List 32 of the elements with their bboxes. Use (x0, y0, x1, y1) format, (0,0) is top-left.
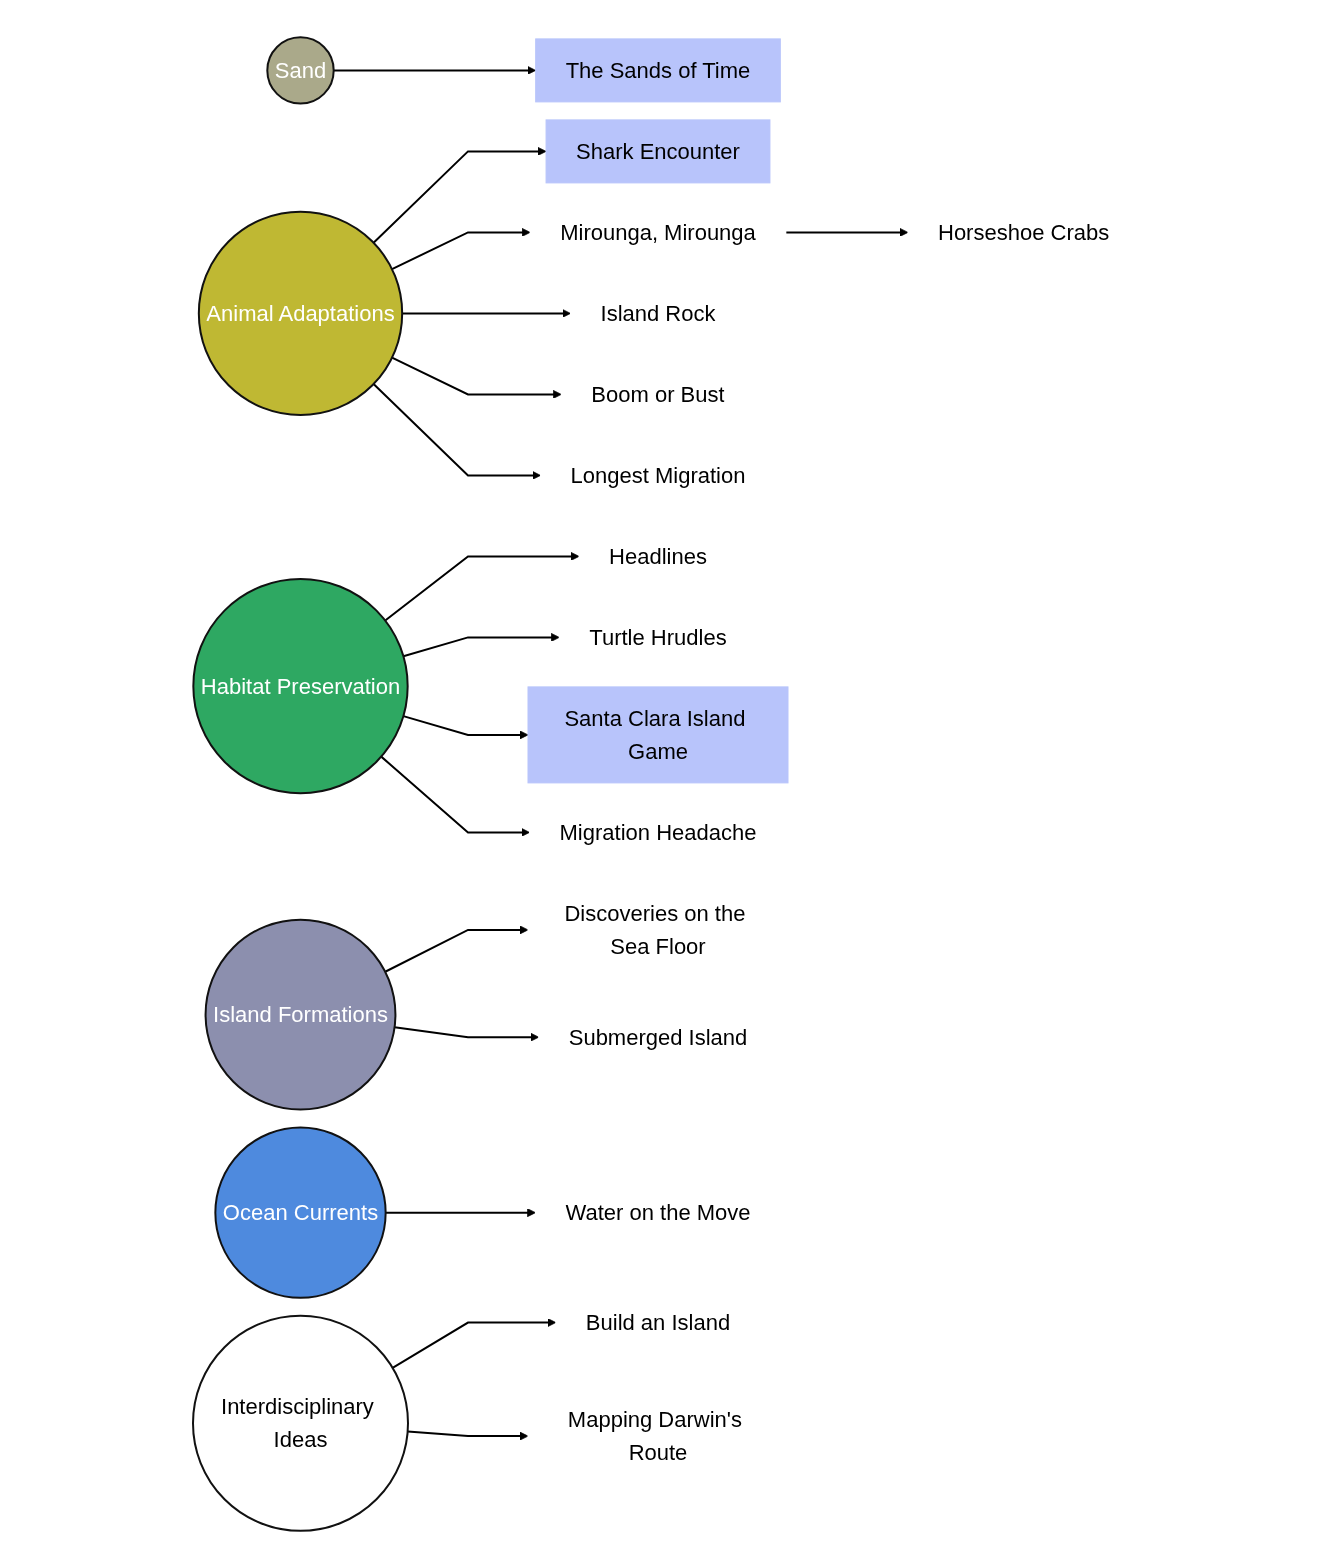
arrow (392, 1318, 557, 1369)
node-circle: Ocean Currents (214, 1126, 388, 1299)
node-text: Water on the Move (565, 1200, 751, 1226)
node-text: Island Rock (600, 300, 716, 326)
node-text: Build an Island (586, 1310, 731, 1336)
node-text: Turtle Hrudles (589, 624, 728, 650)
arrow (391, 228, 531, 271)
arrow (785, 228, 909, 237)
node-circle: Interdisciplinary Ideas (192, 1314, 410, 1532)
node-box: Shark Encounter (545, 119, 771, 184)
node-circle: Habitat Preservation (192, 578, 410, 795)
arrow (373, 147, 547, 244)
node-text: Discoveries on the Sea Floor (564, 900, 746, 959)
node-text: Mapping Darwin's Route (568, 1407, 743, 1466)
arrow (407, 1430, 529, 1441)
node-text: Longest Migration (570, 462, 746, 488)
node-text: Submerged Island (569, 1024, 748, 1050)
node-text: Mirounga, Mirounga (560, 219, 757, 245)
arrow (380, 755, 531, 837)
node-text: Migration Headache (559, 819, 757, 845)
node-box: Santa Clara Island Game (527, 686, 789, 784)
arrow (384, 552, 580, 622)
arrow (391, 356, 563, 399)
node-circle: Animal Adaptations (198, 210, 404, 417)
node-text: Boom or Bust (591, 381, 726, 407)
arrow (373, 383, 542, 480)
node-circle: Sand (266, 36, 336, 105)
arrow (384, 925, 529, 973)
node-text: Headlines (609, 543, 708, 569)
node-text: Horseshoe Crabs (938, 219, 1110, 245)
node-box: The Sands of Time (535, 38, 782, 103)
node-circle: Island Formations (205, 918, 397, 1111)
